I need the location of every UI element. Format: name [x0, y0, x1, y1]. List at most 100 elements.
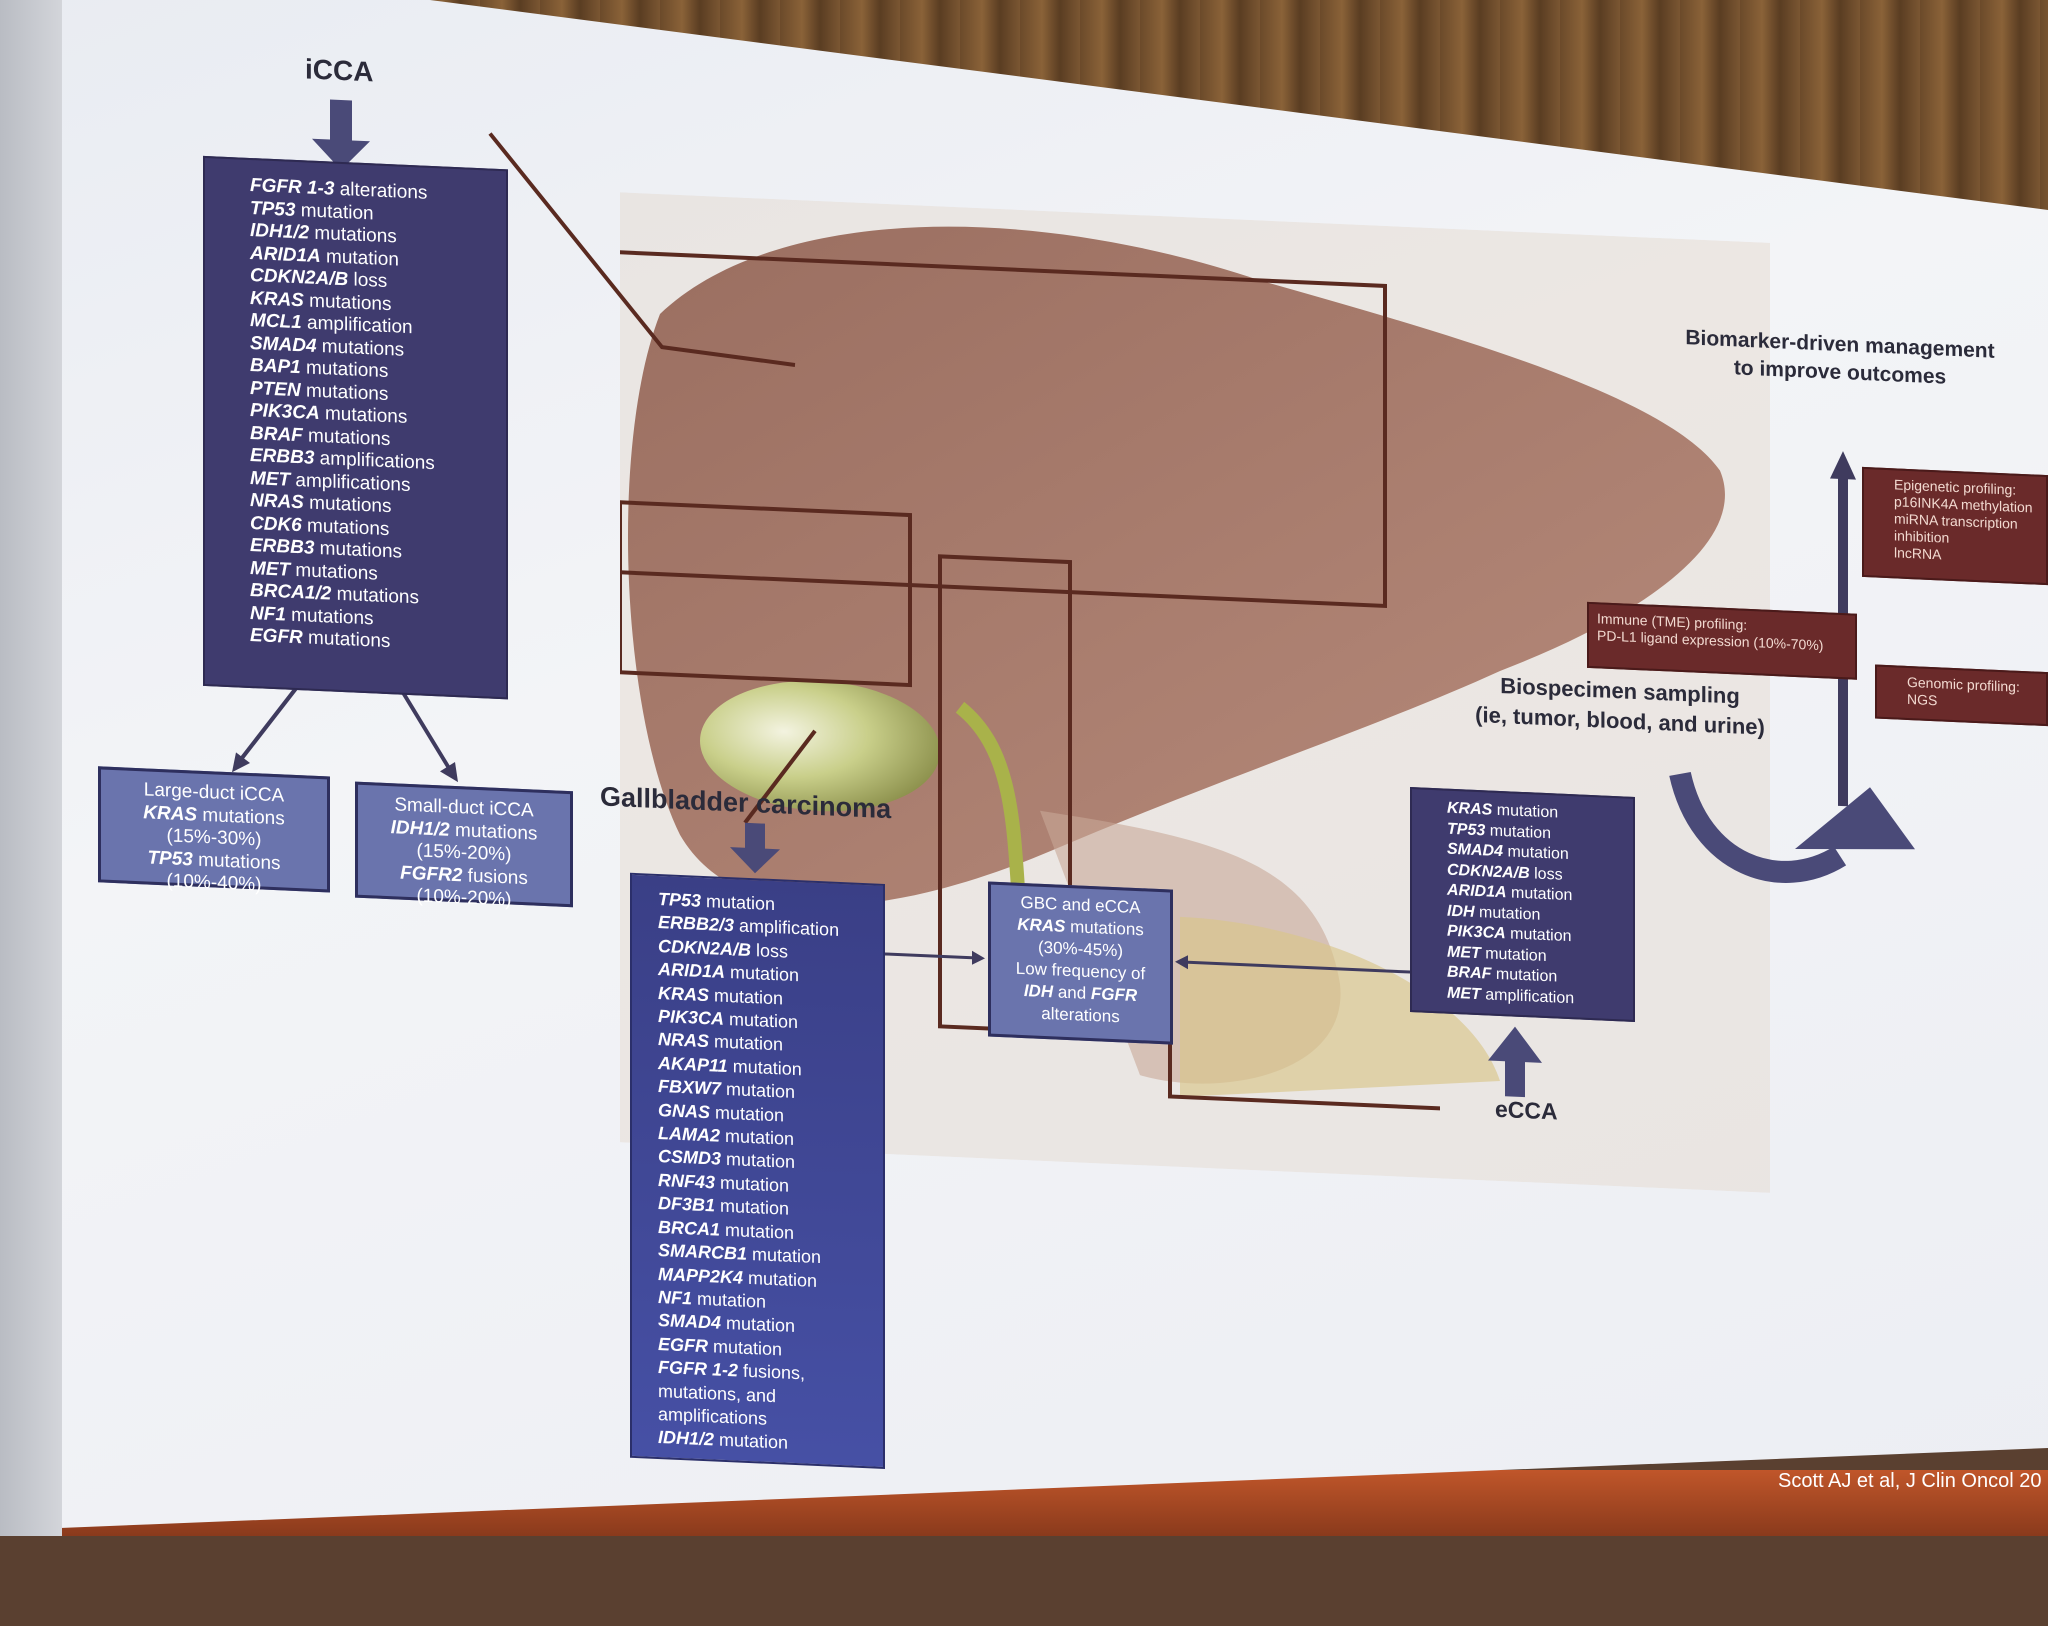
gene-name: CDK6 — [250, 512, 302, 536]
alteration-type: fusions, — [738, 1360, 806, 1384]
small-duct-box: Small-duct iCCA IDH1/2 mutations (15%-20… — [355, 781, 573, 911]
arrowhead-gbc-center — [972, 950, 985, 965]
arrowhead-ecca-center — [1175, 955, 1188, 970]
gene-name: SMAD4 — [1447, 840, 1504, 861]
gene-name: TP53 — [658, 888, 702, 911]
pancreas-shape — [1180, 916, 1500, 1097]
gene-name: ERBB2/3 — [658, 912, 735, 936]
gene-name: NF1 — [250, 602, 286, 626]
gene-name: CSMD3 — [658, 1146, 722, 1170]
gene-name: KRAS — [250, 287, 304, 311]
gene-name: NRAS — [250, 490, 304, 514]
alteration-type: mutation — [320, 245, 399, 271]
alteration-type: amplification — [734, 915, 840, 941]
gene-name: BRCA1 — [658, 1216, 721, 1240]
gene-name: SMAD4 — [250, 332, 317, 357]
epigenetic-profiling-box: Epigenetic profiling: p16INK4A methylati… — [1862, 466, 2048, 586]
biomarker-arrowhead — [1830, 451, 1856, 480]
alteration-type: mutation — [701, 890, 776, 915]
gene-fgfr2: FGFR2 — [400, 862, 463, 886]
arrowhead-small-duct — [440, 762, 458, 783]
alteration-type: mutation — [1505, 925, 1572, 946]
alteration-type: mutation — [724, 1008, 799, 1033]
gene-name: SMARCB1 — [658, 1240, 748, 1264]
arrow-to-large-duct — [238, 681, 302, 762]
icca-leader-line — [488, 132, 796, 367]
genomic-profiling-box: Genomic profiling: NGS — [1875, 664, 2048, 727]
gbc-leader-line — [743, 729, 817, 825]
gallbladder-region-outline — [620, 500, 912, 688]
alteration-type: amplification — [1480, 985, 1575, 1007]
alteration-type: mutations — [300, 357, 389, 383]
gene-name: PIK3CA — [658, 1005, 725, 1029]
immune-profiling-box: Immune (TME) profiling: PD-L1 ligand exp… — [1587, 601, 1857, 680]
gene-name: MAPP2K4 — [658, 1263, 744, 1288]
gene-name: IDH1/2 — [658, 1427, 715, 1450]
gene-name: FGFR 1-3 — [250, 175, 335, 200]
gene-name: KRAS — [1447, 799, 1493, 819]
gene-name: PTEN — [250, 377, 301, 401]
icca-down-arrow — [312, 99, 370, 171]
alteration-type: mutations — [303, 289, 392, 315]
alteration-type: mutations — [300, 379, 389, 405]
alteration-type: mutations — [290, 559, 378, 585]
alteration-type: mutations — [285, 604, 374, 629]
left-wall — [0, 0, 62, 1536]
alteration-type: mutation — [714, 1429, 789, 1454]
large-duct-l3b: mutations — [192, 848, 281, 874]
alteration-type: mutation — [715, 1195, 790, 1219]
gene-name: FGFR 1-2 — [658, 1357, 739, 1381]
gene-name: EGFR — [658, 1333, 709, 1356]
alteration-type: amplifications — [658, 1403, 768, 1429]
alteration-type: mutation — [721, 1313, 796, 1337]
ecca-up-arrow — [1488, 1026, 1542, 1098]
gene-kras: KRAS — [143, 801, 198, 826]
alteration-type: mutation — [1503, 843, 1569, 864]
gene-name: MET — [1447, 984, 1481, 1003]
gene-name: ERBB3 — [250, 535, 315, 559]
gene-name: BRCA1/2 — [250, 580, 332, 605]
gene-name: CDKN2A/B — [658, 935, 752, 960]
gene-name: PIK3CA — [1447, 922, 1506, 943]
alteration-type: mutation — [1480, 944, 1547, 965]
gene-name: TP53 — [250, 197, 296, 221]
alteration-type: mutation — [709, 1031, 784, 1055]
gene-name: BAP1 — [250, 355, 301, 379]
gene-name: EGFR — [250, 625, 303, 649]
gene-name: IDH — [1447, 902, 1475, 921]
gene-name: MCL1 — [250, 310, 302, 334]
alteration-type: mutations, and — [658, 1380, 777, 1406]
alteration-type: mutation — [725, 962, 800, 986]
alteration-type: mutation — [747, 1243, 822, 1268]
alteration-type: mutation — [295, 199, 374, 224]
center-gene-idh: IDH — [1023, 981, 1054, 1002]
gene-idh12: IDH1/2 — [390, 816, 450, 841]
small-duct-l3b: fusions — [462, 864, 528, 889]
ecca-leader-line — [1168, 1031, 1440, 1111]
gene-name: ARID1A — [658, 959, 726, 983]
gene-name: PIK3CA — [250, 400, 320, 425]
gene-name: MET — [1447, 943, 1481, 962]
alteration-type: mutation — [1506, 884, 1573, 905]
alteration-type: mutation — [727, 1055, 802, 1080]
biospecimen-curved-arrow — [1669, 771, 1847, 883]
gene-name: SMAD4 — [658, 1310, 722, 1334]
icca-title: iCCA — [305, 53, 374, 88]
alteration-type: mutation — [1474, 903, 1541, 924]
gene-name: LAMA2 — [658, 1123, 720, 1146]
gene-name: RNF43 — [658, 1169, 716, 1193]
gene-name: CDKN2A/B — [1447, 861, 1530, 882]
gene-name: MET — [250, 467, 291, 491]
gene-name: BRAF — [1447, 963, 1492, 983]
icca-region-outline — [620, 249, 1387, 609]
gene-name: ARID1A — [250, 242, 321, 267]
large-duct-l1b: mutations — [197, 804, 285, 830]
alteration-type: mutation — [720, 1125, 795, 1150]
alteration-type: mutations — [309, 222, 397, 248]
arrow-gbc-to-center — [885, 952, 975, 960]
alteration-type: mutations — [331, 583, 419, 609]
gene-name: DF3B1 — [658, 1193, 716, 1216]
